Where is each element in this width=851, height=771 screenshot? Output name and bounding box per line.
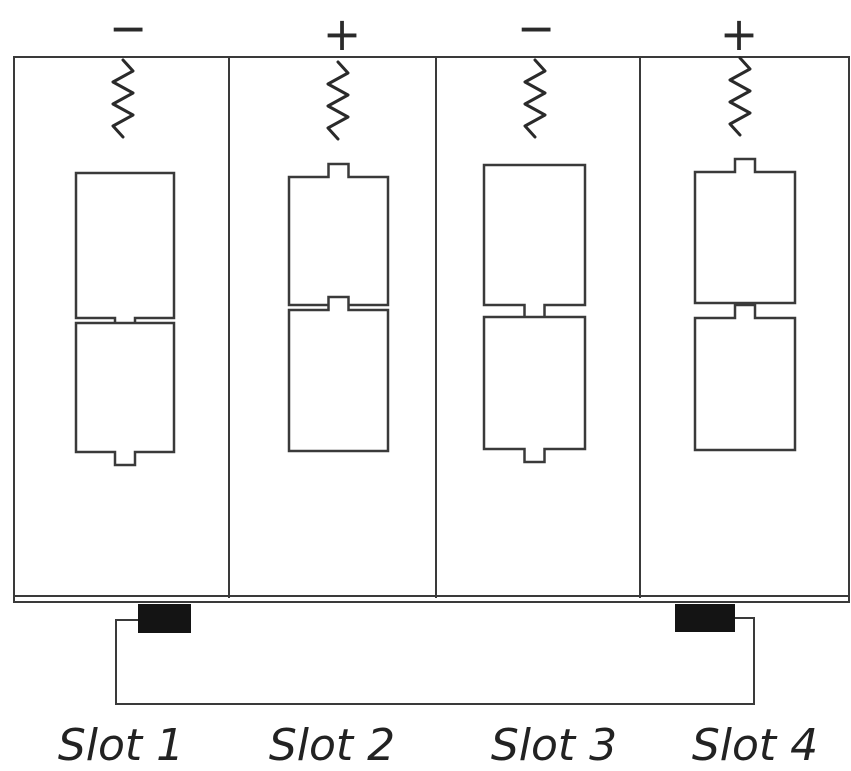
polarity-slot-3: − — [517, 1, 556, 55]
slot-label-2: Slot 2 — [269, 720, 395, 771]
polarity-slot-1: − — [109, 1, 148, 55]
cells-group — [74, 157, 797, 467]
spring-slot-1 — [111, 58, 135, 139]
cell-upper-slot-2 — [287, 162, 390, 307]
holder-frame — [13, 56, 850, 603]
slot-label-4: Slot 4 — [692, 720, 818, 771]
cell-lower-slot-1 — [74, 321, 176, 467]
spring-slot-3 — [523, 58, 547, 139]
cell-lower-slot-3 — [482, 315, 587, 464]
springs-group — [111, 56, 752, 141]
contact-slot-4 — [675, 604, 735, 632]
slot-label-1: Slot 1 — [58, 720, 184, 771]
slot-label-3: Slot 3 — [491, 720, 617, 771]
cell-lower-slot-2 — [287, 295, 390, 453]
contact-slot-1 — [138, 604, 191, 633]
polarity-slot-2: + — [323, 7, 362, 61]
cell-upper-slot-1 — [74, 171, 176, 333]
connecting-wire — [115, 617, 755, 705]
cell-lower-slot-4 — [693, 303, 797, 452]
spring-slot-2 — [326, 60, 350, 141]
cell-upper-slot-4 — [693, 157, 797, 305]
cell-upper-slot-3 — [482, 163, 587, 320]
polarity-slot-4: + — [720, 7, 759, 61]
spring-slot-4 — [728, 56, 752, 137]
